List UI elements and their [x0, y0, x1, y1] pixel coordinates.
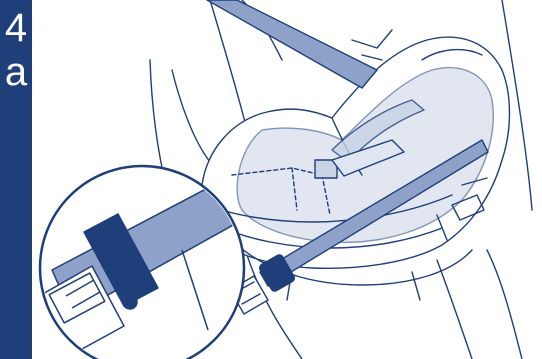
- step-number: 4: [0, 8, 32, 48]
- illustration-canvas: [32, 0, 542, 359]
- car-seat-illustration: [32, 0, 542, 359]
- step-letter: a: [0, 52, 32, 92]
- step-badge: 4 a: [0, 0, 32, 359]
